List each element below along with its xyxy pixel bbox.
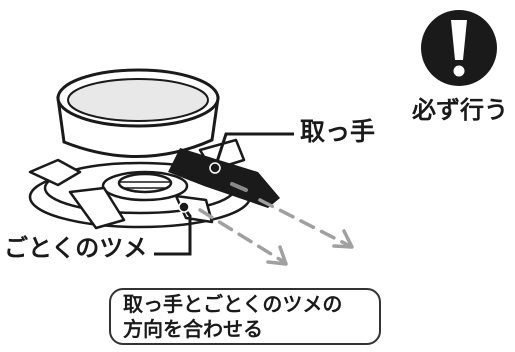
- instruction-note-line-1: 取っ手とごとくのツメの: [123, 292, 343, 316]
- exclamation-circle-icon: [421, 10, 497, 86]
- pan-handle: [168, 148, 280, 208]
- claw-leader-dot: [178, 201, 190, 213]
- instruction-note-line-2: 方向を合わせる: [123, 317, 263, 341]
- instruction-note-box: 取っ手とごとくのツメの 方向を合わせる: [109, 288, 381, 345]
- handle-leader-line: [213, 132, 294, 169]
- mandatory-label: 必ず行う: [412, 96, 508, 124]
- direction-arrows: [198, 198, 354, 266]
- frying-pan: [56, 68, 220, 158]
- handle-leader-dot: [209, 162, 221, 174]
- claw-callout-label: ごとくのツメ: [4, 234, 148, 262]
- callout-leaders: [154, 132, 294, 256]
- trivet-claws: [28, 138, 246, 230]
- handle-callout-label: 取っ手: [300, 117, 376, 146]
- claw-leader-line: [154, 207, 192, 256]
